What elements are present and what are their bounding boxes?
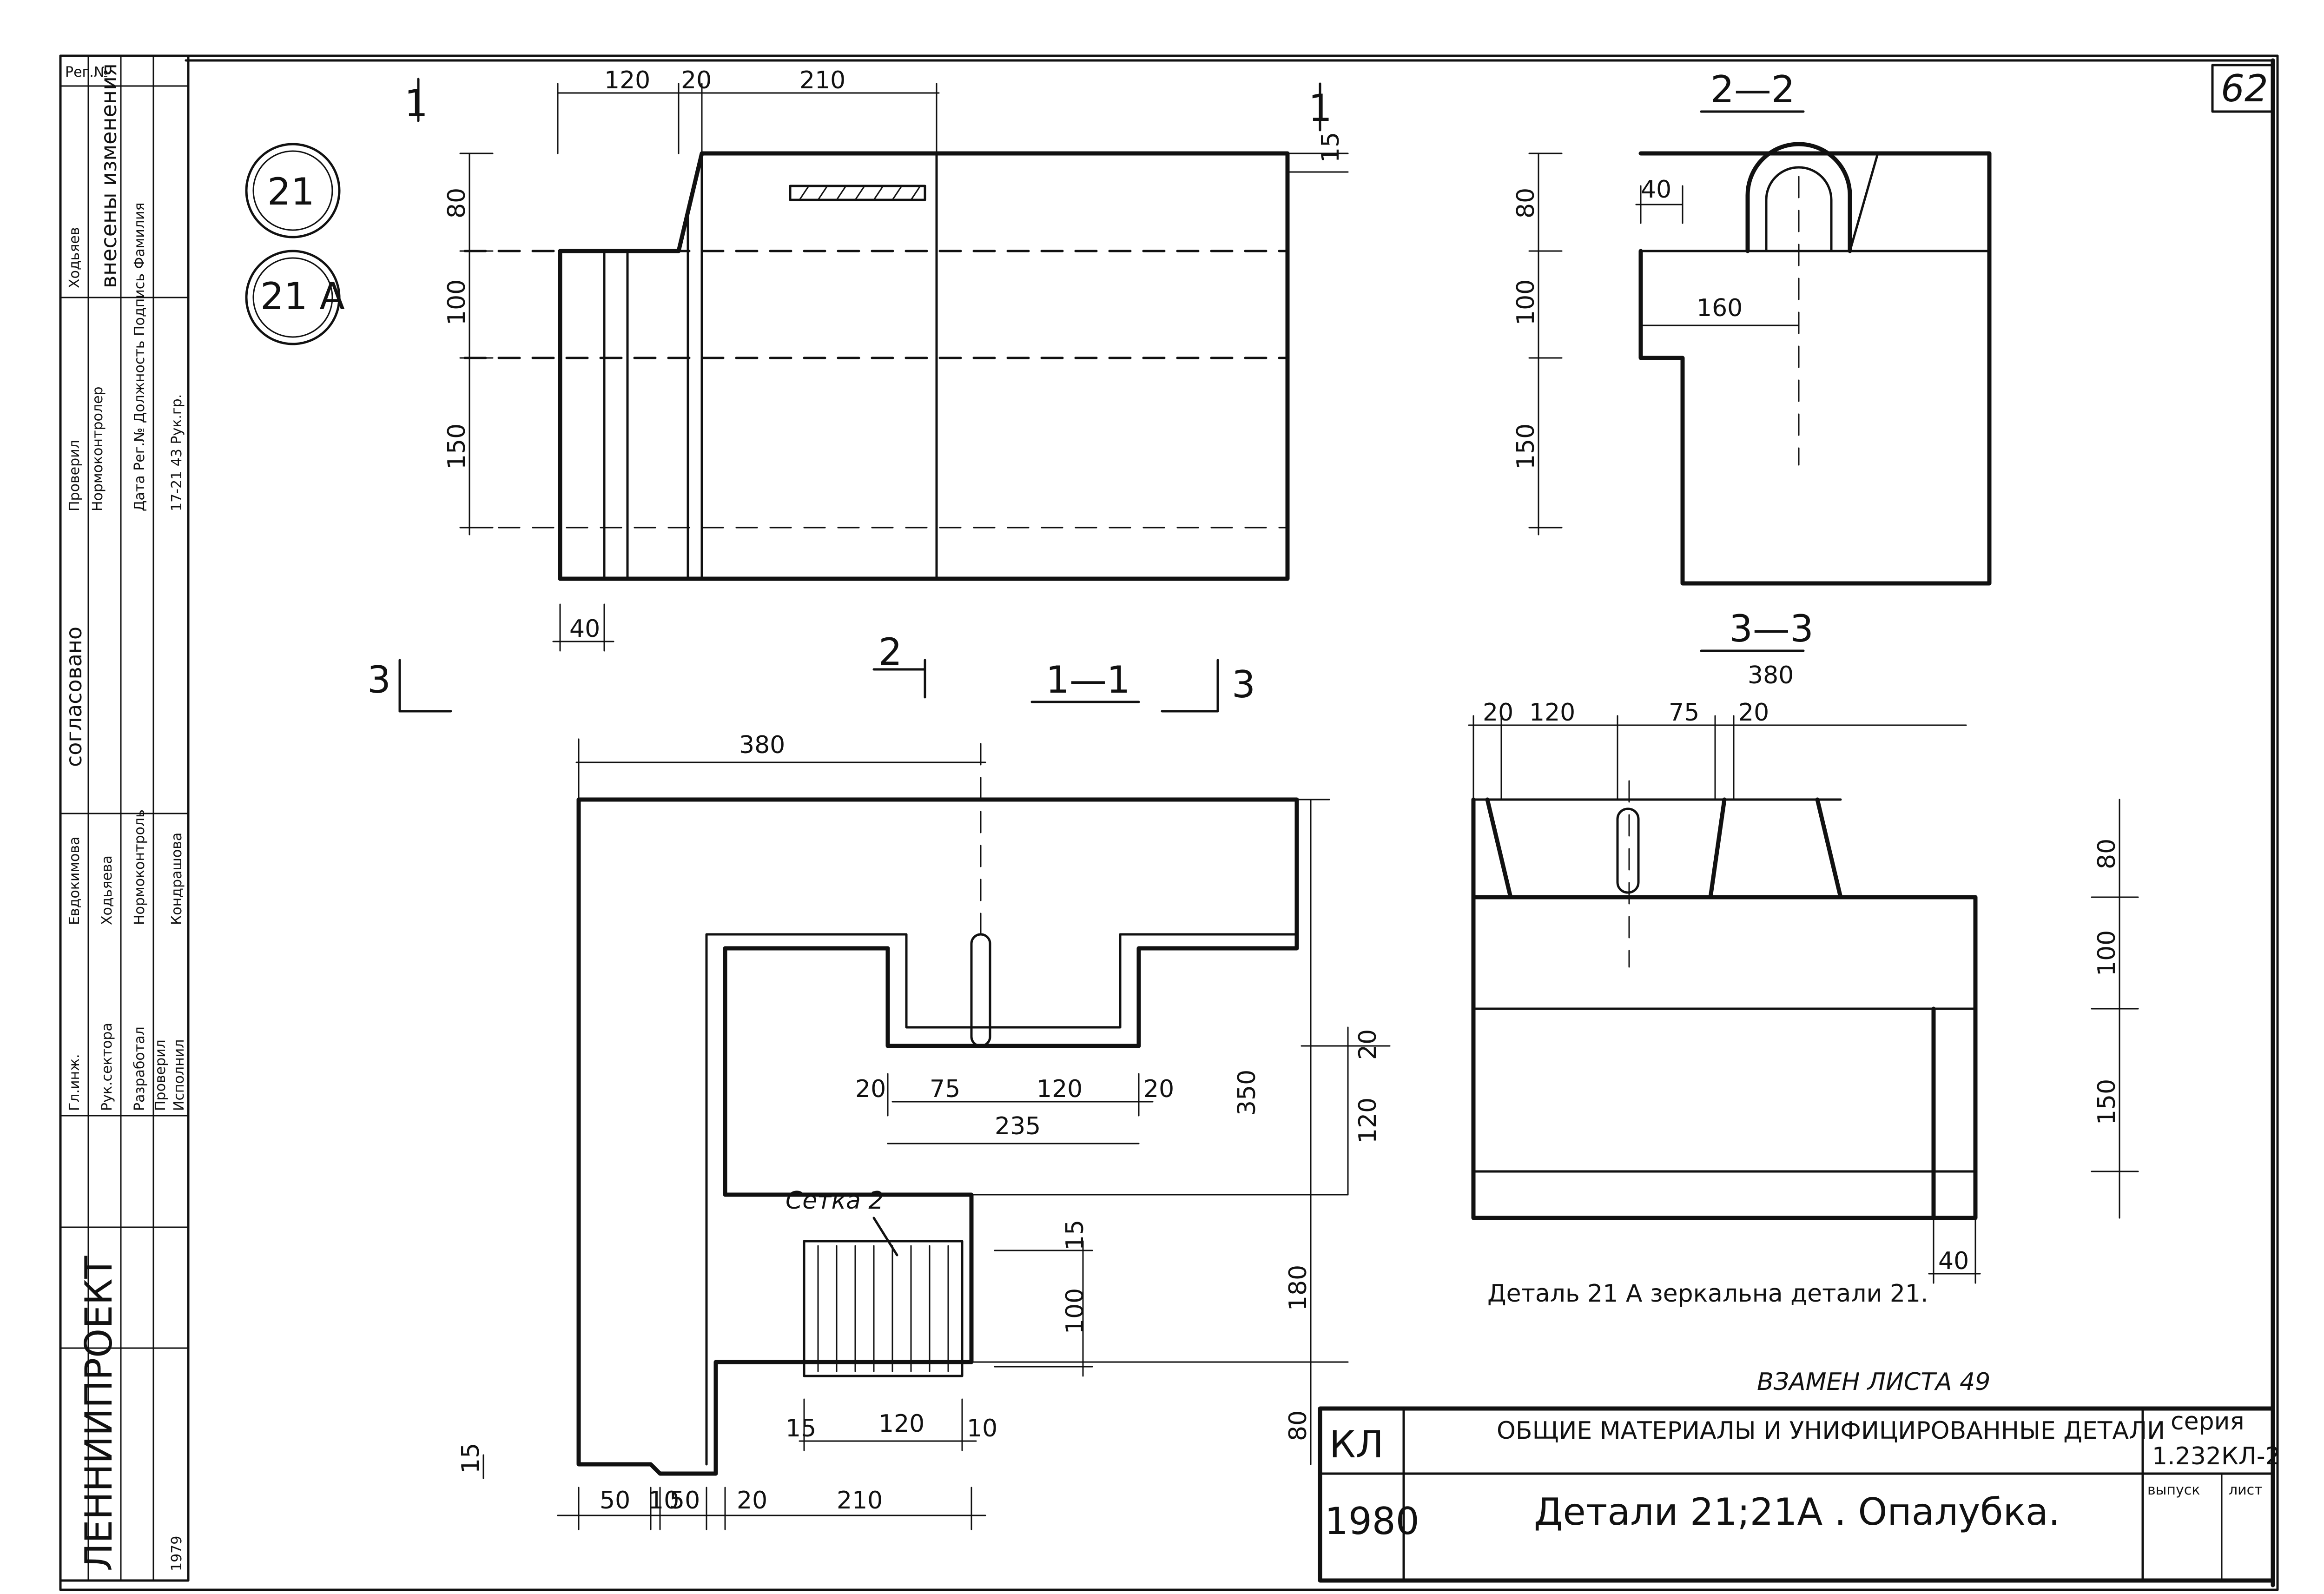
tb-issue-label: выпуск: [2147, 1482, 2200, 1498]
dim-33-75: 75: [1669, 699, 1699, 727]
dim-plan-20a: 20: [855, 1075, 886, 1103]
section-2-2-title: 2—2: [1710, 68, 1795, 111]
dim-tl-150: 150: [443, 423, 471, 470]
cut-1-right: 1: [1308, 86, 1332, 130]
stamp-norm-control: Нормоконтролер: [90, 386, 106, 511]
tb-code: КЛ: [1329, 1423, 1384, 1466]
dim-tl-80: 80: [443, 188, 471, 218]
stamp-role-6: Нормоконтроль: [132, 809, 148, 925]
dim-plan-15a: 15: [1061, 1220, 1089, 1250]
stamp-role-1: Гл.инж.: [66, 1054, 83, 1111]
mesh-label: Сетка 2: [786, 1187, 884, 1215]
dim-plan-80: 80: [1284, 1410, 1312, 1441]
dim-plan-15c: 15: [457, 1443, 485, 1474]
dim-plan-75: 75: [930, 1075, 960, 1103]
dim-tl-15: 15: [1317, 132, 1345, 163]
stamp-role-4: Проверил: [152, 1039, 169, 1111]
stamp-agreed: согласовано: [61, 627, 86, 767]
stamp-role-2: Рук.сектора: [99, 1023, 115, 1111]
dim-plan-10: 10: [967, 1415, 997, 1442]
dim-33-380: 380: [1748, 661, 1794, 689]
tb-series-label: серия: [2171, 1408, 2245, 1435]
svg-text:21: 21: [267, 170, 315, 213]
dim-22-150: 150: [1512, 423, 1540, 470]
cut-labels: 3 2 1—1 3: [367, 630, 1255, 713]
stamp-checked: Проверил: [66, 440, 83, 511]
view-section-3-3: 3—3 380 20 120 75 20 80 100 150 40 Детал: [1468, 607, 2139, 1308]
section-3-3-caption: Деталь 21 А зеркальна детали 21.: [1487, 1280, 1928, 1308]
dim-plan-180: 180: [1284, 1265, 1312, 1311]
tb-desc-2: Детали 21;21А . Опалубка.: [1534, 1490, 2060, 1534]
dim-33-80: 80: [2093, 839, 2121, 869]
view-section-2-2: 2—2 80 100 150 40 160: [1512, 68, 1992, 586]
dim-22-80: 80: [1512, 188, 1540, 218]
dim-plan-20c: 20: [1354, 1029, 1382, 1060]
dim-plan-120c: 120: [878, 1410, 924, 1438]
stamp-names-col: Кондрашова: [169, 833, 185, 925]
dim-plan-20d: 20: [737, 1487, 767, 1515]
stamp-org: ЛЕННИИПРОЕКТ: [77, 1256, 120, 1571]
dim-22-100: 100: [1512, 279, 1540, 325]
sheet-frame: [59, 54, 2279, 1591]
dim-33-20a: 20: [1483, 699, 1513, 727]
tb-year: 1980: [1325, 1500, 1419, 1543]
dim-tl-120: 120: [604, 66, 650, 94]
stamp-changes: внесены изменения: [96, 64, 121, 288]
dim-plan-120b: 120: [1354, 1098, 1382, 1144]
dim-tl-100: 100: [443, 279, 471, 325]
dim-33-20b: 20: [1738, 699, 1769, 727]
page-number: 62: [2221, 67, 2268, 110]
dim-plan-10b: 10: [648, 1487, 679, 1515]
dim-33-40: 40: [1938, 1247, 1969, 1275]
dim-22-160: 160: [1697, 294, 1743, 322]
dim-33-100: 100: [2093, 930, 2121, 976]
dim-tl-210: 210: [799, 66, 845, 94]
stamp-year-mark: 1979: [169, 1536, 185, 1571]
stamp-surname-3: Ходьяева: [99, 855, 115, 925]
dim-plan-50b: 50: [669, 1487, 700, 1515]
dim-tl-40: 40: [569, 615, 600, 643]
dim-22-40: 40: [1641, 176, 1671, 204]
stamp-surname-1: Ходьяев: [66, 227, 83, 288]
dim-plan-120: 120: [1037, 1075, 1083, 1103]
view-top-left: 80 100 150 120 20 210 15 40 1 1: [404, 66, 1349, 652]
dim-plan-350: 350: [1233, 1070, 1261, 1116]
stamp-surname-2: Евдокимова: [66, 837, 83, 925]
marker-21: 21: [245, 143, 341, 238]
cut-1-left: 1: [404, 82, 428, 125]
section-3-3-title: 3—3: [1729, 607, 1814, 650]
dim-plan-50a: 50: [600, 1487, 630, 1515]
corner-label: Рег.№: [65, 64, 108, 80]
tb-series-value: 1.232КЛ-2: [2152, 1442, 2281, 1470]
dim-tl-20: 20: [681, 66, 712, 94]
page-number-box: [2211, 64, 2274, 113]
stamp-role-5: Исполнил: [171, 1039, 187, 1111]
dim-plan-380: 380: [739, 731, 785, 759]
side-stamp: Рег.№ согласовано внесены изменения Пров…: [59, 54, 190, 1582]
cut-3-left: 3: [367, 658, 391, 701]
dim-plan-235: 235: [995, 1112, 1041, 1140]
dim-plan-210: 210: [837, 1487, 883, 1515]
view-plan: Сетка 2 380 20 75 120 20 235 350 180 80 …: [457, 731, 1391, 1530]
tb-sheet-label: лист: [2229, 1482, 2263, 1498]
dim-33-120: 120: [1529, 699, 1575, 727]
dim-plan-20b: 20: [1143, 1075, 1174, 1103]
dim-33-150: 150: [2093, 1079, 2121, 1125]
title-block: КЛ 1980 ОБЩИЕ МАТЕРИАЛЫ И УНИФИЦИРОВАННЫ…: [1318, 1406, 2281, 1583]
stamp-change-cols: Дата Рег.№ Должность Подпись Фамилия: [132, 203, 148, 511]
cut-2: 2: [878, 630, 902, 674]
stamp-change-row: 17-21 43 Рук.гр.: [169, 394, 185, 511]
section-1-1: 1—1: [1046, 658, 1130, 701]
marker-21a: 21 А: [245, 250, 345, 345]
replace-note: ВЗАМЕН ЛИСТА 49: [1757, 1368, 1990, 1396]
cut-3-right: 3: [1232, 663, 1255, 706]
svg-text:21 А: 21 А: [260, 275, 345, 318]
tb-desc-1: ОБЩИЕ МАТЕРИАЛЫ И УНИФИЦИРОВАННЫЕ ДЕТАЛИ: [1497, 1417, 2165, 1445]
stamp-role-3: Разработал: [132, 1026, 148, 1111]
dim-plan-15b: 15: [786, 1415, 816, 1442]
dim-plan-100: 100: [1061, 1288, 1089, 1334]
